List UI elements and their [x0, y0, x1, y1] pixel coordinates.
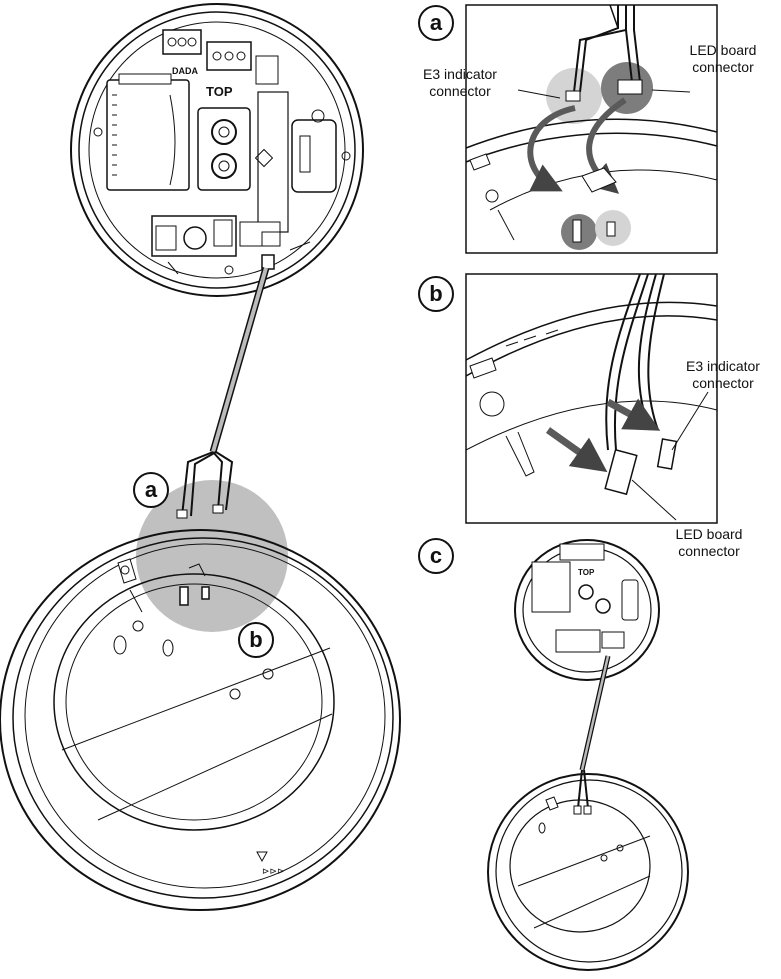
cable-plug [261, 254, 275, 270]
base-e3-connector [201, 586, 210, 600]
mounting-base-main: ⊳⊳⊳ [0, 529, 401, 911]
panel-b-e3-label: E3 indicator connector [668, 358, 778, 392]
panel-a-led-label: LED board connector [668, 42, 778, 76]
panel-a-e3-label: E3 indicator connector [400, 66, 520, 100]
panel-a-e3-label-line1: E3 indicator [423, 66, 497, 82]
panel-c-badge: c [418, 538, 454, 574]
panel-a-led-label-line1: LED board [689, 42, 757, 58]
callout-b-badge: b [238, 622, 274, 658]
panel-a [465, 4, 718, 254]
panel-c-cable [573, 655, 611, 815]
panel-b [465, 273, 718, 524]
terminal-block-left [162, 29, 202, 55]
sounder-module [106, 79, 190, 191]
panel-b-e3-label-line2: connector [692, 375, 754, 391]
panel-a-e3-label-line2: connector [429, 83, 491, 99]
panel-b-led-label-line1: LED board [675, 526, 743, 542]
sensor-optic-bottom [211, 153, 237, 179]
sensor-block [197, 107, 251, 191]
panel-b-led-connector [604, 448, 638, 496]
svg-text:⊳⊳⊳: ⊳⊳⊳ [262, 866, 285, 876]
panel-b-led-label-line2: connector [678, 543, 740, 559]
panel-a-badge: a [418, 5, 454, 41]
sensor-optic-top [211, 119, 237, 145]
panel-c-detector: TOP [514, 539, 660, 681]
panel-b-e3-connector [656, 438, 678, 470]
board-top-label: TOP [206, 84, 233, 99]
panel-b-led-label: LED board connector [654, 526, 764, 560]
terminal-label: DADA [172, 66, 198, 76]
detector-head-main: DADA TOP [70, 3, 364, 297]
panel-c-base [487, 773, 689, 971]
base-led-connector [179, 586, 189, 606]
callout-zone-circle [136, 480, 288, 632]
terminal-block-right [206, 41, 252, 71]
panel-b-badge: b [418, 276, 454, 312]
panel-b-e3-label-line1: E3 indicator [686, 358, 760, 374]
callout-a-badge: a [133, 472, 169, 508]
panel-c-top-label: TOP [578, 568, 595, 577]
split-wires [176, 451, 234, 519]
cable-main [209, 267, 270, 453]
panel-a-led-label-line2: connector [692, 59, 754, 75]
battery [291, 119, 337, 193]
